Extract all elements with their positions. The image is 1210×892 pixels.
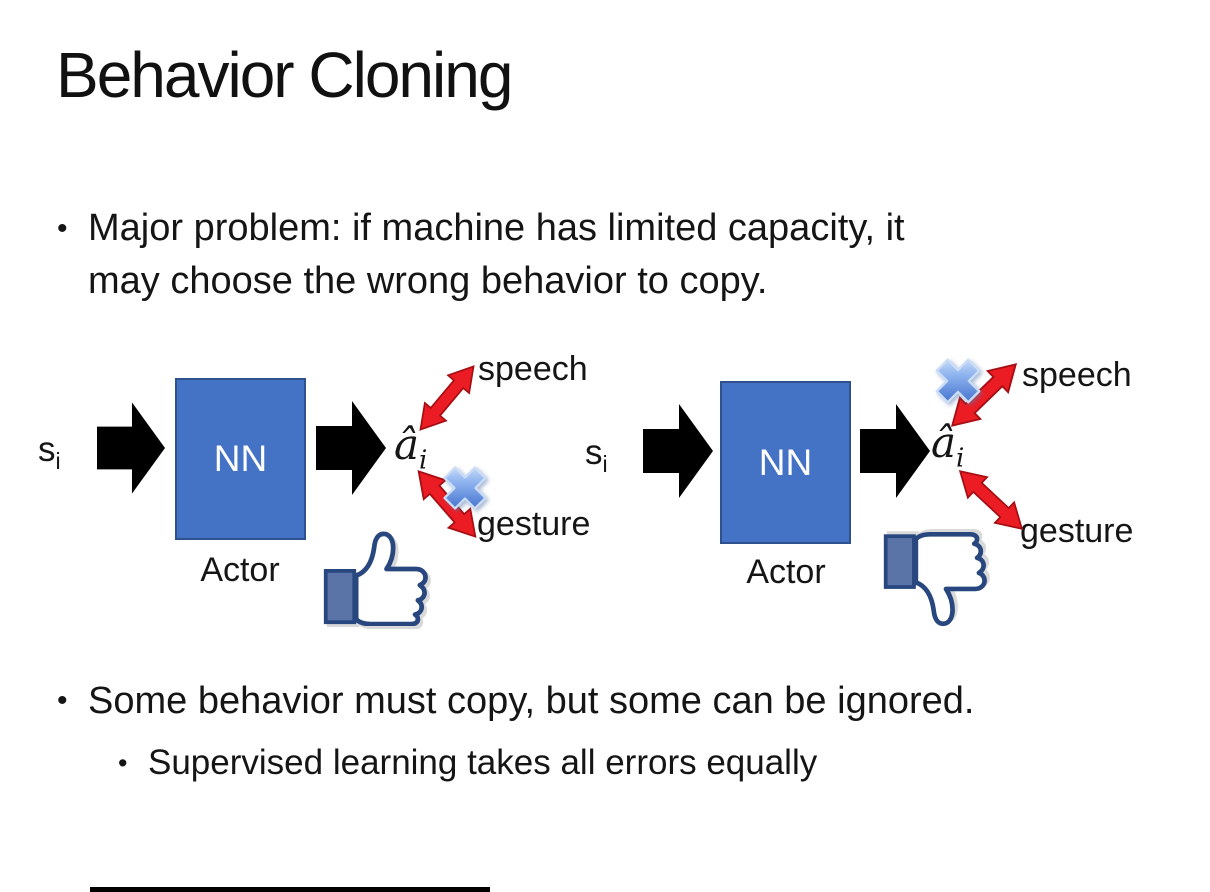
- cross-icon: [443, 466, 487, 510]
- bottom-cutoff-line: [90, 887, 490, 892]
- left-actor-label: Actor: [200, 551, 280, 589]
- right-gesture-label: gesture: [1020, 512, 1134, 550]
- double-arrow-icon: [958, 470, 1024, 530]
- right-nn-box: NN: [720, 381, 851, 544]
- bullet-some-behavior: • Some behavior must copy, but some can …: [57, 676, 974, 726]
- bullet-text: Major problem: if machine has limited ca…: [88, 202, 905, 308]
- bullet-marker: •: [57, 212, 68, 245]
- bullet-text: Supervised learning takes all errors equ…: [148, 743, 818, 782]
- right-output-label: âi: [931, 418, 965, 474]
- right-input-label: si: [585, 433, 608, 477]
- right-arrow-icon: [860, 404, 930, 498]
- bullet-marker: •: [118, 748, 128, 778]
- bullet-line: Major problem: if machine has limited ca…: [88, 207, 905, 249]
- double-arrow-icon: [417, 470, 477, 538]
- right-arrow-icon: [316, 401, 386, 495]
- right-arrow-icon: [643, 404, 713, 498]
- left-nn-box: NN: [175, 378, 306, 540]
- right-arrow-icon: [97, 402, 165, 494]
- left-input-label: si: [38, 430, 61, 474]
- right-speech-label: speech: [1022, 356, 1132, 394]
- slide-title: Behavior Cloning: [56, 39, 513, 111]
- bullet-major-problem: • Major problem: if machine has limited …: [57, 202, 905, 308]
- left-speech-label: speech: [478, 350, 588, 388]
- nn-label: NN: [213, 438, 268, 479]
- left-gesture-label: gesture: [477, 505, 591, 543]
- bullet-marker: •: [57, 684, 68, 717]
- thumbs-up-icon: [323, 531, 428, 626]
- cross-icon: [935, 358, 981, 404]
- nn-label: NN: [758, 441, 813, 483]
- left-output-label: âi: [394, 420, 428, 476]
- thumbs-down-icon: [883, 531, 987, 627]
- double-arrow-icon: [419, 365, 475, 431]
- bullet-line: may choose the wrong behavior to copy.: [88, 260, 768, 302]
- double-arrow-icon: [950, 363, 1018, 427]
- right-actor-label: Actor: [746, 553, 826, 591]
- bullet-supervised: • Supervised learning takes all errors e…: [118, 740, 817, 786]
- bullet-text: Some behavior must copy, but some can be…: [88, 680, 975, 722]
